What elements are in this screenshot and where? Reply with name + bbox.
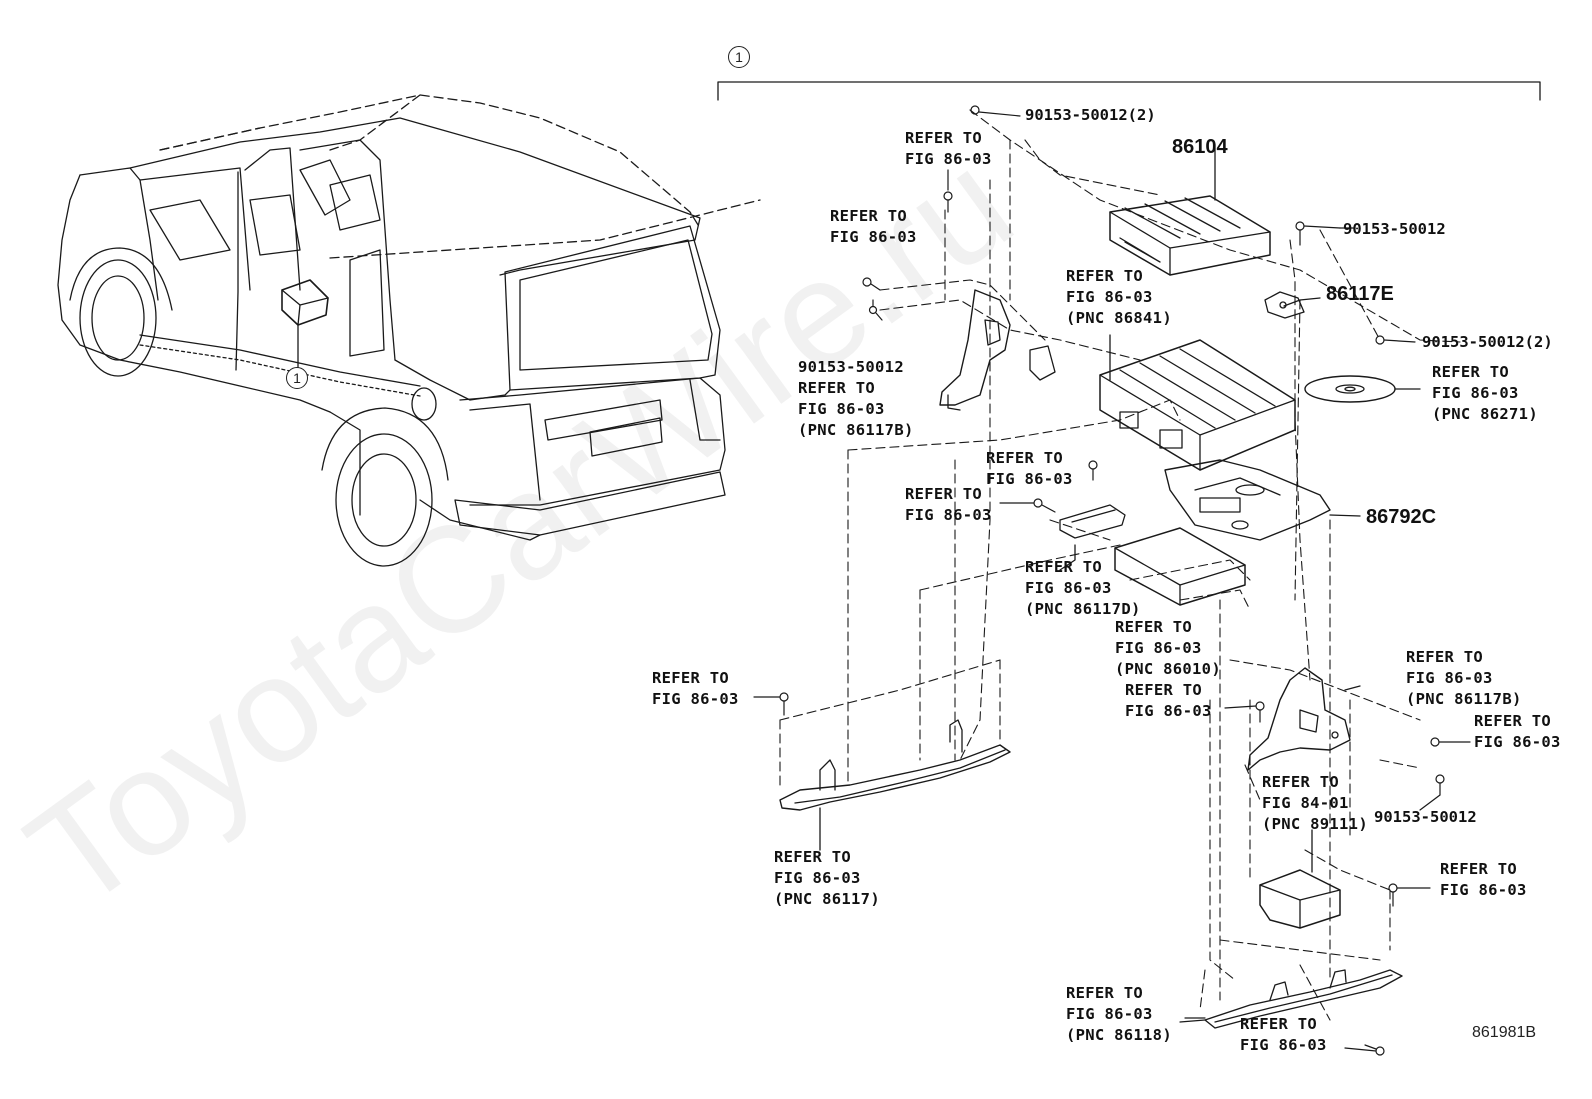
figure-code: 861981B — [1472, 1024, 1537, 1041]
refer-label-05: REFER TO FIG 86-03 (PNC 86271) — [1432, 363, 1538, 423]
callout-1-top: 1 — [728, 46, 750, 68]
refer-label-01: REFER TO FIG 86-03 — [905, 129, 992, 168]
exploded-assembly — [717, 81, 1541, 1056]
refer-label-10: REFER TO FIG 86-03 — [1125, 681, 1212, 720]
refer-label-12: REFER TO FIG 86-03 — [1474, 712, 1561, 751]
part-number-screw-top: 90153-50012(2) — [1025, 106, 1156, 124]
part-number-86104: 86104 — [1172, 136, 1228, 158]
refer-label-06: REFER TO FIG 86-03 — [986, 449, 1073, 488]
refer-label-08: REFER TO FIG 86-03 (PNC 86117D) — [1025, 558, 1141, 618]
refer-label-19: REFER TO FIG 86-03 — [1240, 1015, 1327, 1054]
refer-label-16: REFER TO FIG 86-03 — [1440, 860, 1527, 899]
vehicle-illustration — [57, 94, 761, 567]
refer-label-14: REFER TO FIG 84-01 (PNC 89111) — [1262, 773, 1368, 833]
refer-label-02: REFER TO FIG 86-03 — [830, 207, 917, 246]
part-number-86792c: 86792C — [1366, 506, 1437, 528]
callout-1-vehicle: 1 — [286, 367, 308, 389]
refer-label-03: 90153-50012 REFER TO FIG 86-03 (PNC 8611… — [798, 358, 914, 439]
refer-label-18: REFER TO FIG 86-03 (PNC 86118) — [1066, 984, 1172, 1044]
part-number-screw-lower: 90153-50012 — [1374, 808, 1477, 826]
part-number-86117e: 86117E — [1326, 283, 1394, 305]
refer-label-11: REFER TO FIG 86-03 (PNC 86117B) — [1406, 648, 1522, 708]
part-number-screw-right-x2: 90153-50012(2) — [1422, 333, 1553, 351]
refer-label-17: REFER TO FIG 86-03 (PNC 86117) — [774, 848, 880, 908]
refer-label-09: REFER TO FIG 86-03 (PNC 86010) — [1115, 618, 1221, 678]
refer-label-13: REFER TO FIG 86-03 — [652, 669, 739, 708]
refer-label-04: REFER TO FIG 86-03 (PNC 86841) — [1066, 267, 1172, 327]
refer-label-07: REFER TO FIG 86-03 — [905, 485, 992, 524]
part-number-screw-right: 90153-50012 — [1343, 220, 1446, 238]
